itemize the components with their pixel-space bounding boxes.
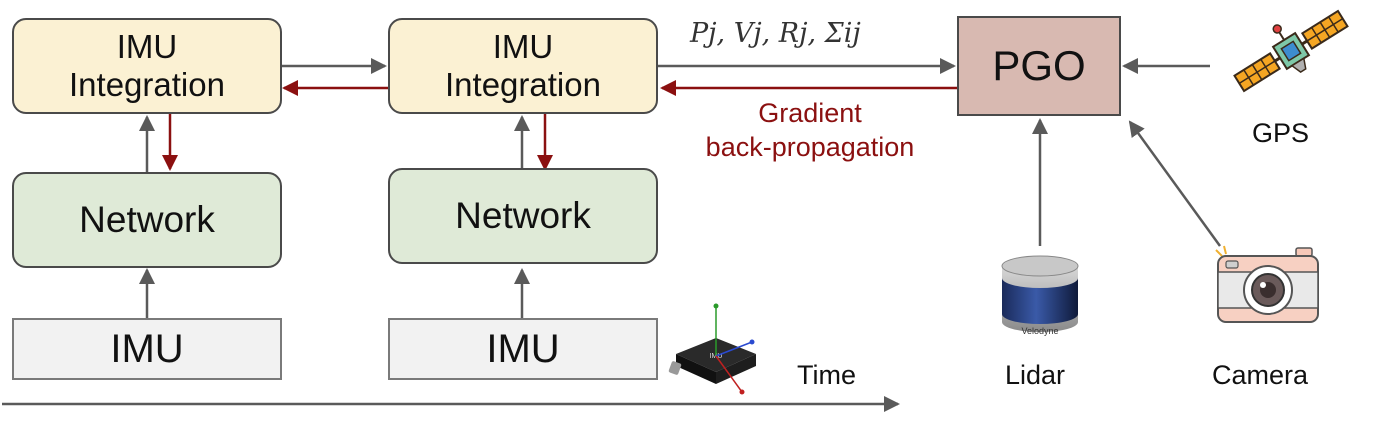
imu-block-1: IMU [12,318,282,380]
gps-label: GPS [1252,118,1310,148]
pgo-block: PGO [957,16,1121,116]
camera-icon [1215,245,1319,323]
velodyne-text: Velodyne [1021,326,1058,336]
imu-integration-block-1: IMU Integration [12,18,282,114]
lidar-sensor-icon: Velodyne [1001,255,1079,336]
imu-label-1: IMU [110,326,184,371]
state-variables-label: Pj, Vj, Rj, Σij [690,18,861,49]
network-block-1: Network [12,172,282,268]
gradient-backprop-label: Gradient back-propagation [680,96,940,164]
gradient-label-line2: back-propagation [705,132,915,162]
gradient-label-line1: Gradient [758,98,862,128]
lidar-label: Lidar [1005,360,1066,390]
imu-device-icon: IMU [668,303,756,395]
satellite-icon [1233,9,1349,93]
imu-integration-label-2: IMU Integration [445,28,601,103]
time-label: Time [797,360,856,390]
imu-integration-label-1: IMU Integration [69,28,225,103]
imu-label-2: IMU [486,326,560,371]
imu-integration-block-2: IMU Integration [388,18,658,114]
imu-block-2: IMU [388,318,658,380]
arrow-camera-to-pgo [1128,120,1222,247]
camera-label: Camera [1212,360,1309,390]
network-label-1: Network [79,199,215,240]
pgo-label: PGO [992,42,1086,89]
network-label-2: Network [455,195,591,236]
network-block-2: Network [388,168,658,264]
